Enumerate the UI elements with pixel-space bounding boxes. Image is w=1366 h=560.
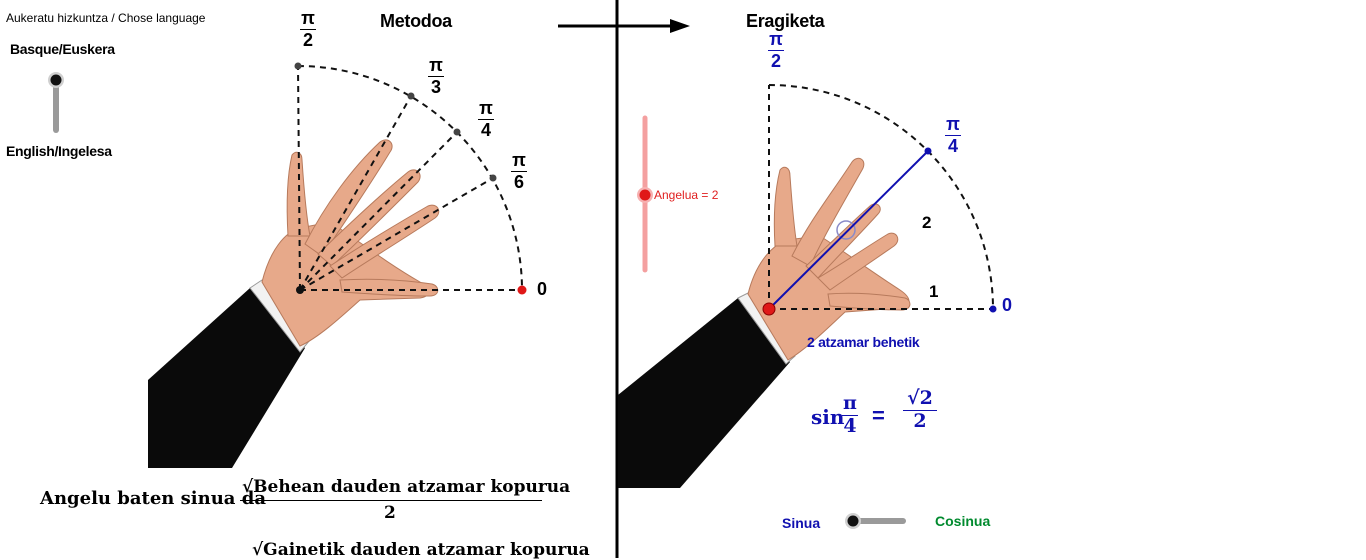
label-zero-right: 0 — [1002, 295, 1013, 315]
right-protractor — [768, 84, 994, 310]
language-option-english[interactable]: English/Ingelesa — [6, 143, 112, 159]
angle-slider-label: Angelua = 2 — [654, 188, 719, 202]
rule-fraction-bar — [240, 500, 542, 501]
point-pi-6 — [489, 174, 497, 182]
point-zero-left — [517, 285, 527, 295]
point-angle-ray — [924, 147, 932, 155]
left-hand-image — [148, 139, 440, 468]
sin-cos-toggle-knob[interactable] — [847, 515, 859, 527]
rule-denominator: 2 — [384, 503, 396, 523]
point-pi-4 — [453, 128, 461, 136]
angle-ray — [768, 150, 929, 310]
label-zero-left: 0 — [537, 279, 548, 299]
language-slider-knob[interactable] — [50, 74, 62, 86]
point-zero-right — [989, 305, 997, 313]
toggle-label-sine[interactable]: Sinua — [782, 515, 821, 531]
result-func: sin — [811, 405, 845, 429]
finger-count-lower: 1 — [929, 282, 939, 301]
method-title: Metodoa — [380, 11, 452, 31]
finger-count-upper: 2 — [922, 213, 932, 232]
right-hand-image — [618, 157, 911, 488]
arrow-head — [670, 19, 690, 33]
point-pi-3 — [407, 92, 415, 100]
rule-label: Angelu baten sinua da — [40, 488, 266, 509]
left-protractor — [297, 65, 523, 291]
rule-numerator: √Behean dauden atzamar kopurua — [242, 477, 571, 497]
origin-point-left — [296, 286, 304, 294]
origin-point-right — [762, 302, 776, 316]
language-prompt: Aukeratu hizkuntza / Chose language — [6, 11, 206, 25]
point-pi-2 — [294, 62, 302, 70]
toggle-label-cosine[interactable]: Cosinua — [935, 513, 991, 529]
operation-title: Eragiketa — [746, 11, 825, 31]
rule2-numerator: √Gainetik dauden atzamar kopurua — [252, 540, 590, 560]
result-equals: = — [872, 403, 885, 428]
language-option-basque[interactable]: Basque/Euskera — [10, 41, 115, 57]
angle-slider-knob[interactable] — [639, 189, 651, 201]
fingers-below-text: 2 atzamar behetik — [807, 334, 920, 350]
